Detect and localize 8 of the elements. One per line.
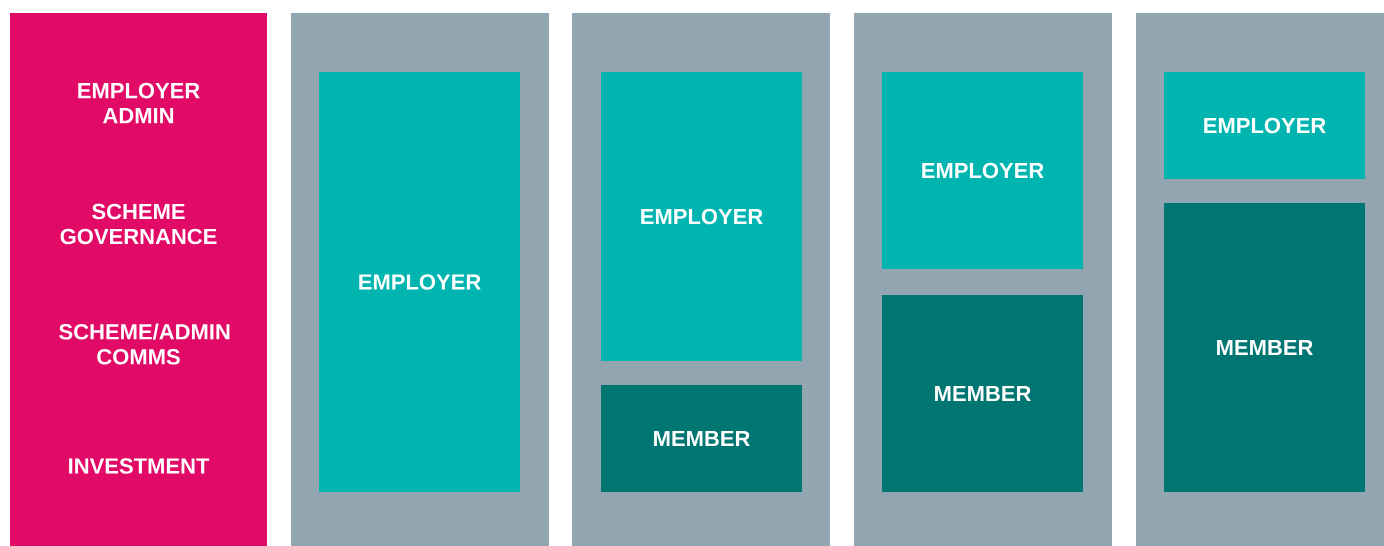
- segment-box: MEMBER: [882, 295, 1083, 492]
- segment-box: MEMBER: [1164, 203, 1365, 492]
- segment-box: EMPLOYER: [882, 72, 1083, 269]
- segment-box: MEMBER: [601, 385, 802, 492]
- category-column: EMPLOYER ADMIN SCHEME GOVERNANCE SCHEME/ADMIN COMMS INVESTMENT: [10, 13, 267, 546]
- segment-box: EMPLOYER: [319, 72, 520, 492]
- segment-box: EMPLOYER: [601, 72, 802, 361]
- segment-box: EMPLOYER: [1164, 72, 1365, 179]
